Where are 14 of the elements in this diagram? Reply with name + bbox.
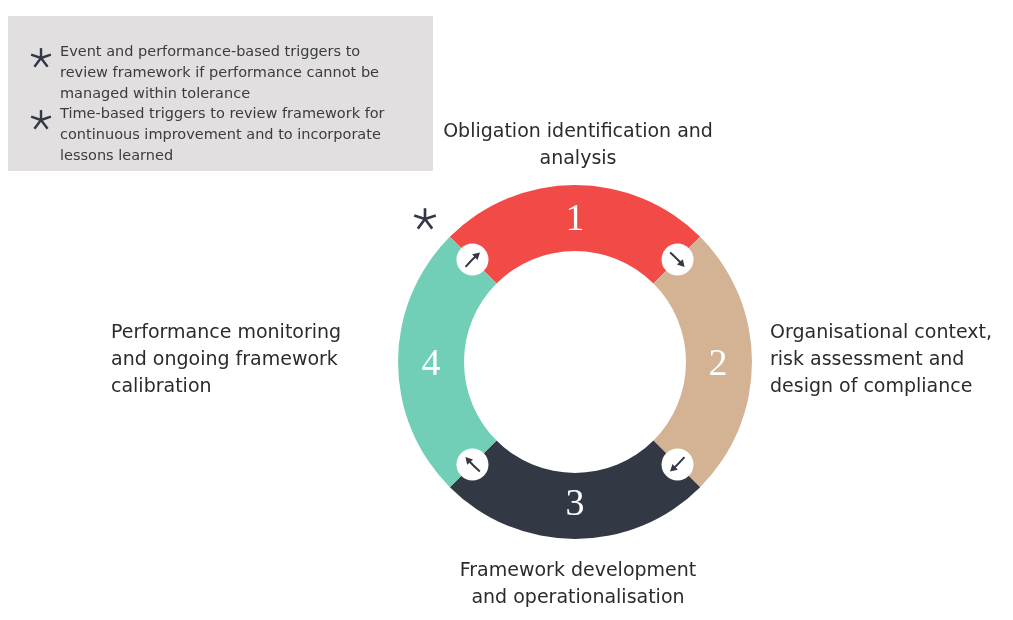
- arrow: [465, 457, 481, 473]
- step-number: 4: [421, 341, 441, 383]
- arrow: [670, 456, 686, 472]
- legend-text: Event and performance-based triggers to review framework if performance cannot be managed within tolerance: [60, 42, 380, 103]
- step-description: Performance monitoring and ongoing framework calibration: [111, 319, 343, 398]
- step-number: 3: [565, 481, 585, 523]
- step-description: Organisational context, risk assessment and design of compliance: [770, 319, 993, 398]
- step-description: Framework development and operationalisation: [458, 557, 698, 609]
- step-number: 2: [708, 341, 728, 383]
- arrow: [669, 251, 685, 267]
- arrow: [464, 252, 480, 268]
- step-number: 1: [565, 196, 585, 238]
- legend-text: Time-based triggers to review framework for continuous improvement and to incorporate lessons learned: [60, 104, 386, 165]
- step-description: Obligation identification and analysis: [442, 118, 714, 170]
